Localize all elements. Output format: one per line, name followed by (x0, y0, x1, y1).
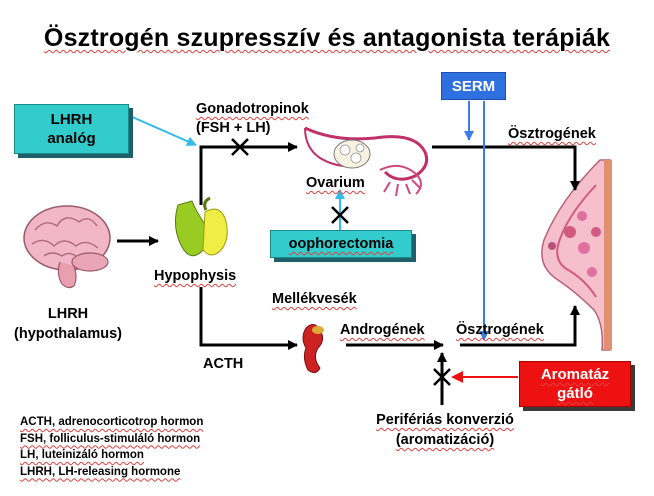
pituitary-illustration (174, 196, 228, 257)
serm-arrows (464, 101, 489, 341)
legend-item: ACTH, adrenocorticotrop hormon (20, 416, 204, 428)
aromatase-inhibitor-box: Aromatáz gátló (519, 361, 631, 407)
oophorectomia-box: oophorectomia (270, 230, 412, 258)
ovarium-label: Ovarium (306, 175, 365, 191)
gonadotropin-label: Gonadotropinok (FSH + LH) (196, 101, 309, 136)
hypophysis-to-adrenal-arrow (199, 287, 298, 350)
cyan-arrows (129, 115, 345, 230)
adrenal-illustration (302, 324, 324, 374)
estrogens-mid-label: Ösztrogének (456, 322, 544, 338)
page-title: Ösztrogén szupresszív és antagonista ter… (43, 24, 611, 52)
adrenal-label: Mellékvesék (272, 291, 357, 307)
peripheral-conversion-label: Perifériás konverzió (aromatizáció) (376, 412, 514, 448)
oophorectomia-label: oophorectomia (288, 236, 394, 252)
legend-item: LH, luteinizáló hormon (20, 449, 144, 461)
acth-label: ACTH (203, 356, 244, 372)
ovary-to-breast-arrow (432, 145, 580, 191)
block-marks (231, 138, 451, 386)
breast-illustration (541, 159, 612, 351)
hypothalamus-label: LHRH (hypothalamus) (14, 306, 122, 342)
legend-item: LHRH, LH-releasing hormone (20, 465, 181, 478)
block-x-gonadotropin (231, 138, 249, 156)
abbreviation-legend: ACTH, adrenocorticotrop hormon FSH, foll… (20, 414, 203, 480)
pathway-lines (117, 142, 580, 405)
legend-item: FSH, folliculus-stimuláló hormon (20, 432, 201, 445)
block-x-oophorectomia (331, 206, 349, 224)
hypophysis-label: Hypophysis (154, 268, 237, 284)
brain-illustration (23, 205, 111, 289)
hypophysis-to-ovary-arrow (199, 142, 298, 205)
aromatase-line2: gátló (557, 385, 593, 402)
lhrh-analog-line2: analóg (47, 130, 96, 147)
estrogen-to-breast-arrow (460, 305, 580, 347)
lhrh-analog-box: LHRH analóg (14, 104, 129, 154)
aromatase-line1: Aromatáz (540, 366, 610, 383)
androgens-label: Androgének (340, 322, 425, 338)
estrogens-top-label: Ösztrogének (508, 126, 596, 142)
block-x-aromatase (433, 368, 451, 386)
lhrh-analog-line1: LHRH (50, 111, 93, 128)
serm-box: SERM (441, 72, 506, 100)
ovary-illustration (304, 126, 429, 197)
